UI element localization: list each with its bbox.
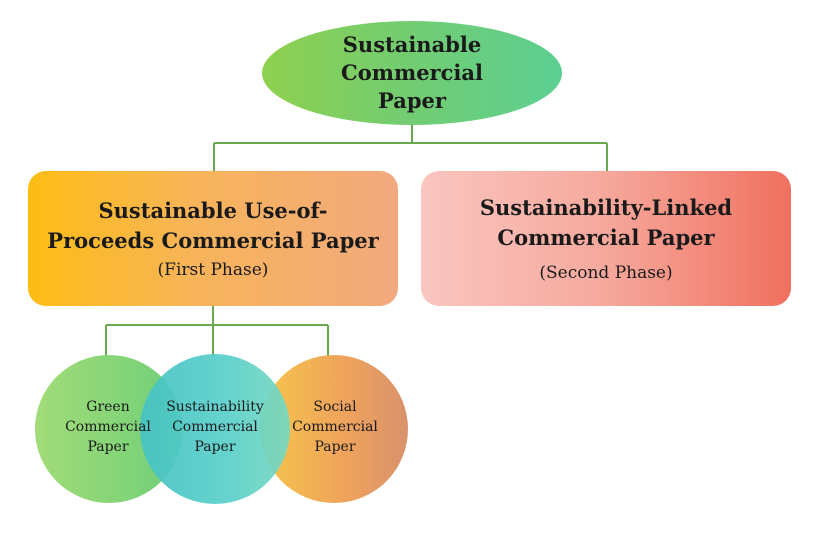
social-label-line-1: Social xyxy=(313,399,357,415)
green-label-line-1: Green xyxy=(86,399,130,415)
second-phase-title-line-2: Commercial Paper xyxy=(497,224,715,250)
root-node: Sustainable Commercial Paper xyxy=(262,21,562,125)
social-label: Social Commercial Paper xyxy=(270,397,400,457)
green-label-line-2: Commercial xyxy=(65,419,151,435)
social-label-line-2: Commercial xyxy=(292,419,378,435)
first-phase-box: Sustainable Use-of- Proceeds Commercial … xyxy=(28,171,398,306)
second-phase-box: Sustainability-Linked Commercial Paper (… xyxy=(421,171,791,306)
second-phase-subtitle: (Second Phase) xyxy=(539,262,673,283)
sustainability-circle xyxy=(140,354,290,504)
first-phase-title-line-1: Sustainable Use-of- xyxy=(98,197,328,223)
sustainability-label: Sustainability Commercial Paper xyxy=(150,397,280,457)
green-label-line-3: Paper xyxy=(87,439,129,455)
root-title-line-1: Sustainable xyxy=(342,32,482,57)
sustainability-label-line-2: Commercial xyxy=(172,419,258,435)
social-label-line-3: Paper xyxy=(314,439,356,455)
first-phase-title-line-2: Proceeds Commercial Paper xyxy=(47,227,379,253)
green-label: Green Commercial Paper xyxy=(43,397,173,457)
root-title-line-3: Paper xyxy=(378,88,446,113)
second-phase-title-line-1: Sustainability-Linked xyxy=(479,194,733,220)
sustainability-label-line-3: Paper xyxy=(194,439,236,455)
root-title-line-2: Commercial xyxy=(341,60,483,85)
sustainability-label-line-1: Sustainability xyxy=(166,399,264,415)
first-phase-subtitle: (First Phase) xyxy=(157,259,269,280)
